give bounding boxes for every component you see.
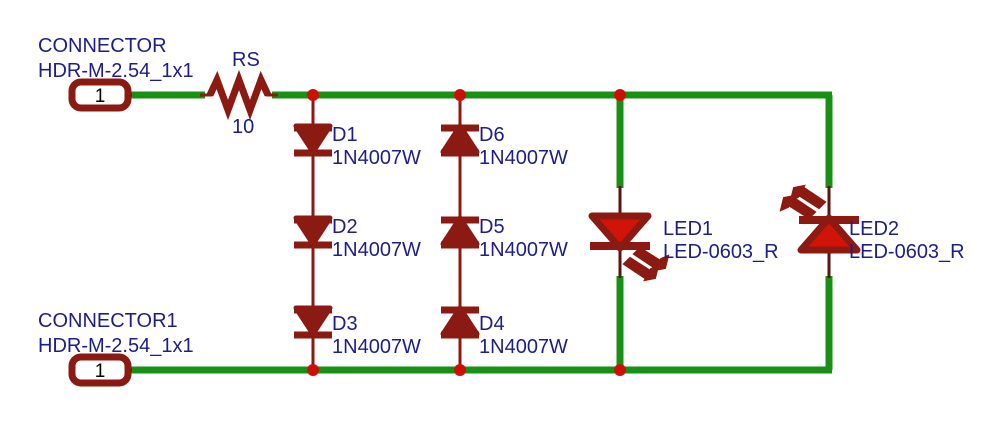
led1-designator-label: LED1 bbox=[663, 218, 713, 240]
d6-part-label: 1N4007W bbox=[479, 147, 568, 169]
junction-dot-d1-top bbox=[307, 89, 319, 101]
connector-top-symbol[interactable]: 1 bbox=[68, 78, 132, 112]
junction-dots bbox=[307, 89, 626, 376]
d3-part-label: 1N4007W bbox=[332, 336, 421, 358]
junction-dot-led1-top bbox=[614, 89, 626, 101]
led1-part-label: LED-0603_R bbox=[663, 241, 779, 263]
led1-triangle bbox=[588, 212, 652, 252]
diode-d6-symbol[interactable] bbox=[440, 123, 480, 157]
diode-d1-symbol[interactable] bbox=[293, 123, 333, 157]
junction-dot-d4-bottom bbox=[454, 364, 466, 376]
led2-symbol[interactable] bbox=[779, 184, 861, 254]
d5-part-label: 1N4007W bbox=[479, 239, 568, 261]
connector-bottom-footprint-label: HDR-M-2.54_1x1 bbox=[38, 335, 194, 357]
diode-d3-symbol[interactable] bbox=[293, 305, 333, 339]
junction-dot-d3-bottom bbox=[307, 364, 319, 376]
connector-bottom-symbol[interactable]: 1 bbox=[68, 353, 132, 387]
net-top[interactable] bbox=[128, 91, 833, 188]
led2-part-label: LED-0603_R bbox=[849, 241, 965, 263]
d1-part-label: 1N4007W bbox=[332, 147, 421, 169]
resistor-value-label: 10 bbox=[232, 116, 254, 138]
led2-emission-arrows bbox=[779, 184, 827, 220]
d4-part-label: 1N4007W bbox=[479, 336, 568, 358]
connector-top-designator-label: CONNECTOR bbox=[38, 35, 167, 57]
resistor-designator-label: RS bbox=[232, 49, 260, 71]
connector-top-footprint-label: HDR-M-2.54_1x1 bbox=[38, 60, 194, 82]
resistor-zigzag bbox=[206, 69, 272, 121]
d4-designator-label: D4 bbox=[479, 313, 505, 335]
led1-emission-arrows bbox=[622, 246, 670, 282]
net-bottom[interactable] bbox=[128, 276, 833, 374]
d1-designator-label: D1 bbox=[332, 124, 358, 146]
d2-designator-label: D2 bbox=[332, 216, 358, 238]
connector-bottom-pin-number: 1 bbox=[95, 361, 106, 382]
d2-part-label: 1N4007W bbox=[332, 239, 421, 261]
connector-bottom-designator-label: CONNECTOR1 bbox=[38, 310, 178, 332]
connector-top-pin-number: 1 bbox=[95, 86, 106, 107]
d5-designator-label: D5 bbox=[479, 216, 505, 238]
connector-top-pin-box[interactable] bbox=[68, 78, 132, 112]
junction-dot-d6-top bbox=[454, 89, 466, 101]
led2-triangle bbox=[797, 214, 861, 254]
d3-designator-label: D3 bbox=[332, 313, 358, 335]
led1-symbol[interactable] bbox=[588, 212, 670, 282]
led2-designator-label: LED2 bbox=[849, 218, 899, 240]
d6-designator-label: D6 bbox=[479, 124, 505, 146]
diode-d4-symbol[interactable] bbox=[440, 305, 480, 339]
resistor-rs-symbol[interactable] bbox=[206, 69, 272, 121]
diode-d5-symbol[interactable] bbox=[440, 215, 480, 249]
junction-dot-led1-bottom bbox=[614, 364, 626, 376]
diode-d2-symbol[interactable] bbox=[293, 215, 333, 249]
connector-bottom-pin-box[interactable] bbox=[68, 353, 132, 387]
